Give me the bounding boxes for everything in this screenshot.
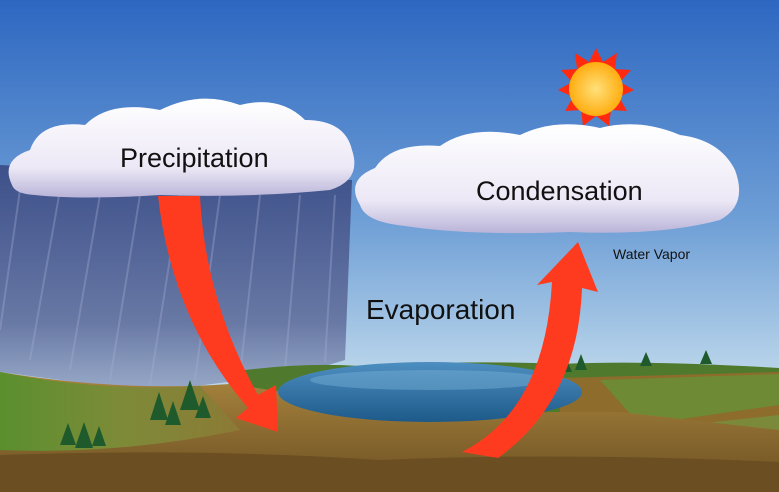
precipitation-cloud [8,98,355,198]
left-meadow [0,372,240,451]
precipitation-arrow [158,196,278,432]
water-vapor-label: Water Vapor [613,246,691,262]
foreground-soil [0,452,779,492]
trees [60,350,712,448]
condensation-label: Condensation [476,176,643,206]
evaporation-arrow [462,242,598,458]
condensation-cloud [355,124,740,234]
evaporation-label: Evaporation [366,294,516,325]
lake-highlight [310,370,550,390]
right-field-stripe [600,374,779,425]
lake [278,362,582,422]
sun-icon [558,48,634,126]
precipitation-label: Precipitation [120,143,269,173]
